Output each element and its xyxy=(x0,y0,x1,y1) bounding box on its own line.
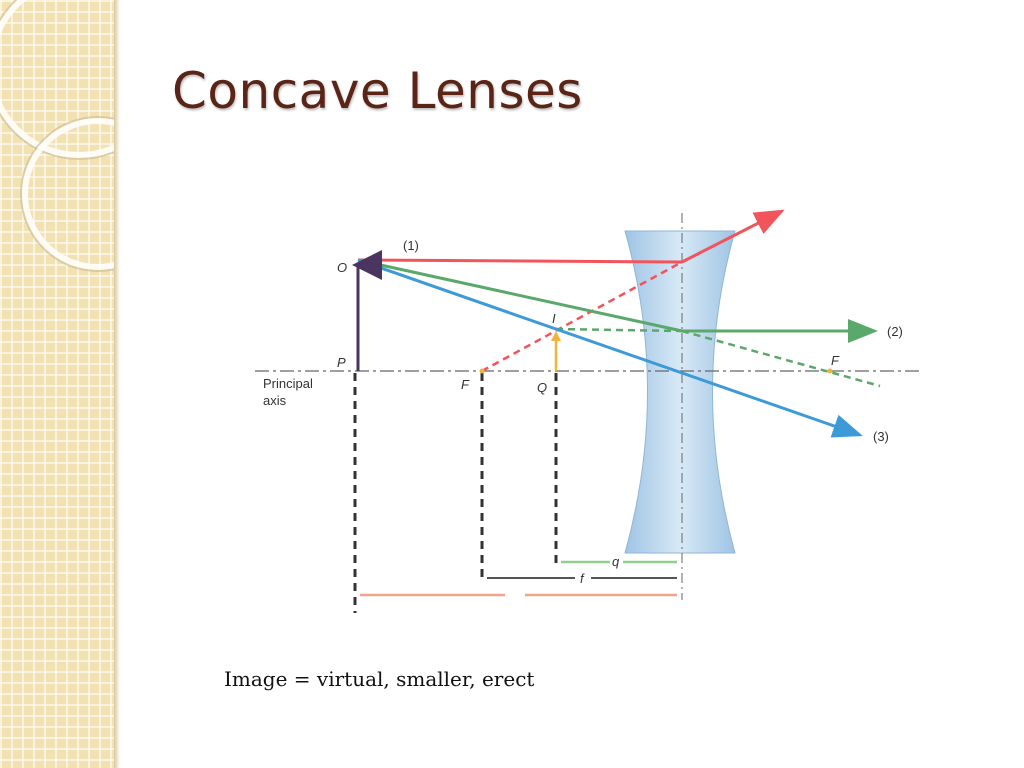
label-focus-left: F xyxy=(461,377,470,392)
label-principal-axis-line1: Principal xyxy=(263,376,313,391)
ray-3 xyxy=(357,258,863,438)
ray-1-virtual-extension xyxy=(481,260,683,373)
label-focus-right: F xyxy=(831,353,840,368)
image-arrow-head xyxy=(551,331,561,341)
focus-right-point xyxy=(827,368,833,374)
label-principal-axis-line2: axis xyxy=(263,393,287,408)
label-focal-length: f xyxy=(580,571,585,586)
ray-2-focus-extension xyxy=(681,329,881,388)
ray-1-incident xyxy=(357,258,683,264)
side-strip-edge xyxy=(114,0,120,768)
slide-caption: Image = virtual, smaller, erect xyxy=(224,667,535,691)
label-ray-3: (3) xyxy=(873,429,889,444)
slide-title: Concave Lenses xyxy=(172,62,583,120)
label-ray-2: (2) xyxy=(887,324,903,339)
ray-2-virtual-extension xyxy=(555,327,683,333)
label-image-distance: q xyxy=(612,554,620,569)
concave-lens-ray-diagram: O P I Q F F Principal axis (1) (2) (3) q… xyxy=(225,195,925,635)
ray-2-incident xyxy=(357,258,683,333)
label-image-base: Q xyxy=(537,380,547,395)
label-object-base: P xyxy=(337,355,346,370)
decorative-side-strip xyxy=(0,0,114,768)
label-image-top: I xyxy=(552,311,556,326)
label-ray-1: (1) xyxy=(403,238,419,253)
focus-left-point xyxy=(479,368,485,374)
ray-1-refracted xyxy=(681,209,785,264)
concave-lens xyxy=(624,230,736,554)
diagram-canvas: O P I Q F F Principal axis (1) (2) (3) q… xyxy=(255,209,920,613)
label-object-top: O xyxy=(337,260,347,275)
